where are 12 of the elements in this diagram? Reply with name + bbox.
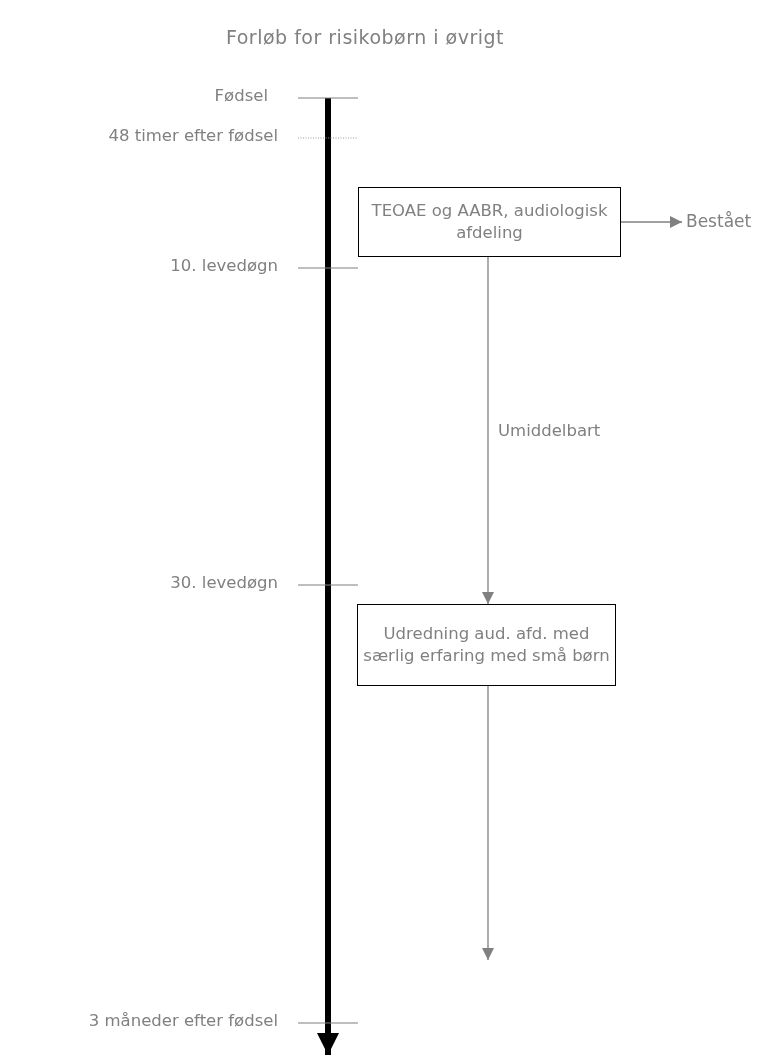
process-box: TEOAE og AABR, audiologisk afdeling [358, 187, 621, 257]
time-label: 3 måneder efter fødsel [88, 1011, 278, 1030]
arrow [482, 256, 494, 605]
title: Forløb for risikobørn i øvrigt [224, 26, 506, 48]
time-label: 30. levedøgn [170, 573, 278, 592]
arrow [482, 685, 494, 961]
process-box: Udredning aud. afd. med særlig erfaring med små børn [357, 604, 616, 686]
time-label: Fødsel [214, 86, 268, 105]
time-label: 48 timer efter fødsel [108, 126, 278, 145]
result-text: Bestået [686, 211, 752, 231]
time-label: 10. levedøgn [170, 256, 278, 275]
arrow [620, 216, 683, 228]
